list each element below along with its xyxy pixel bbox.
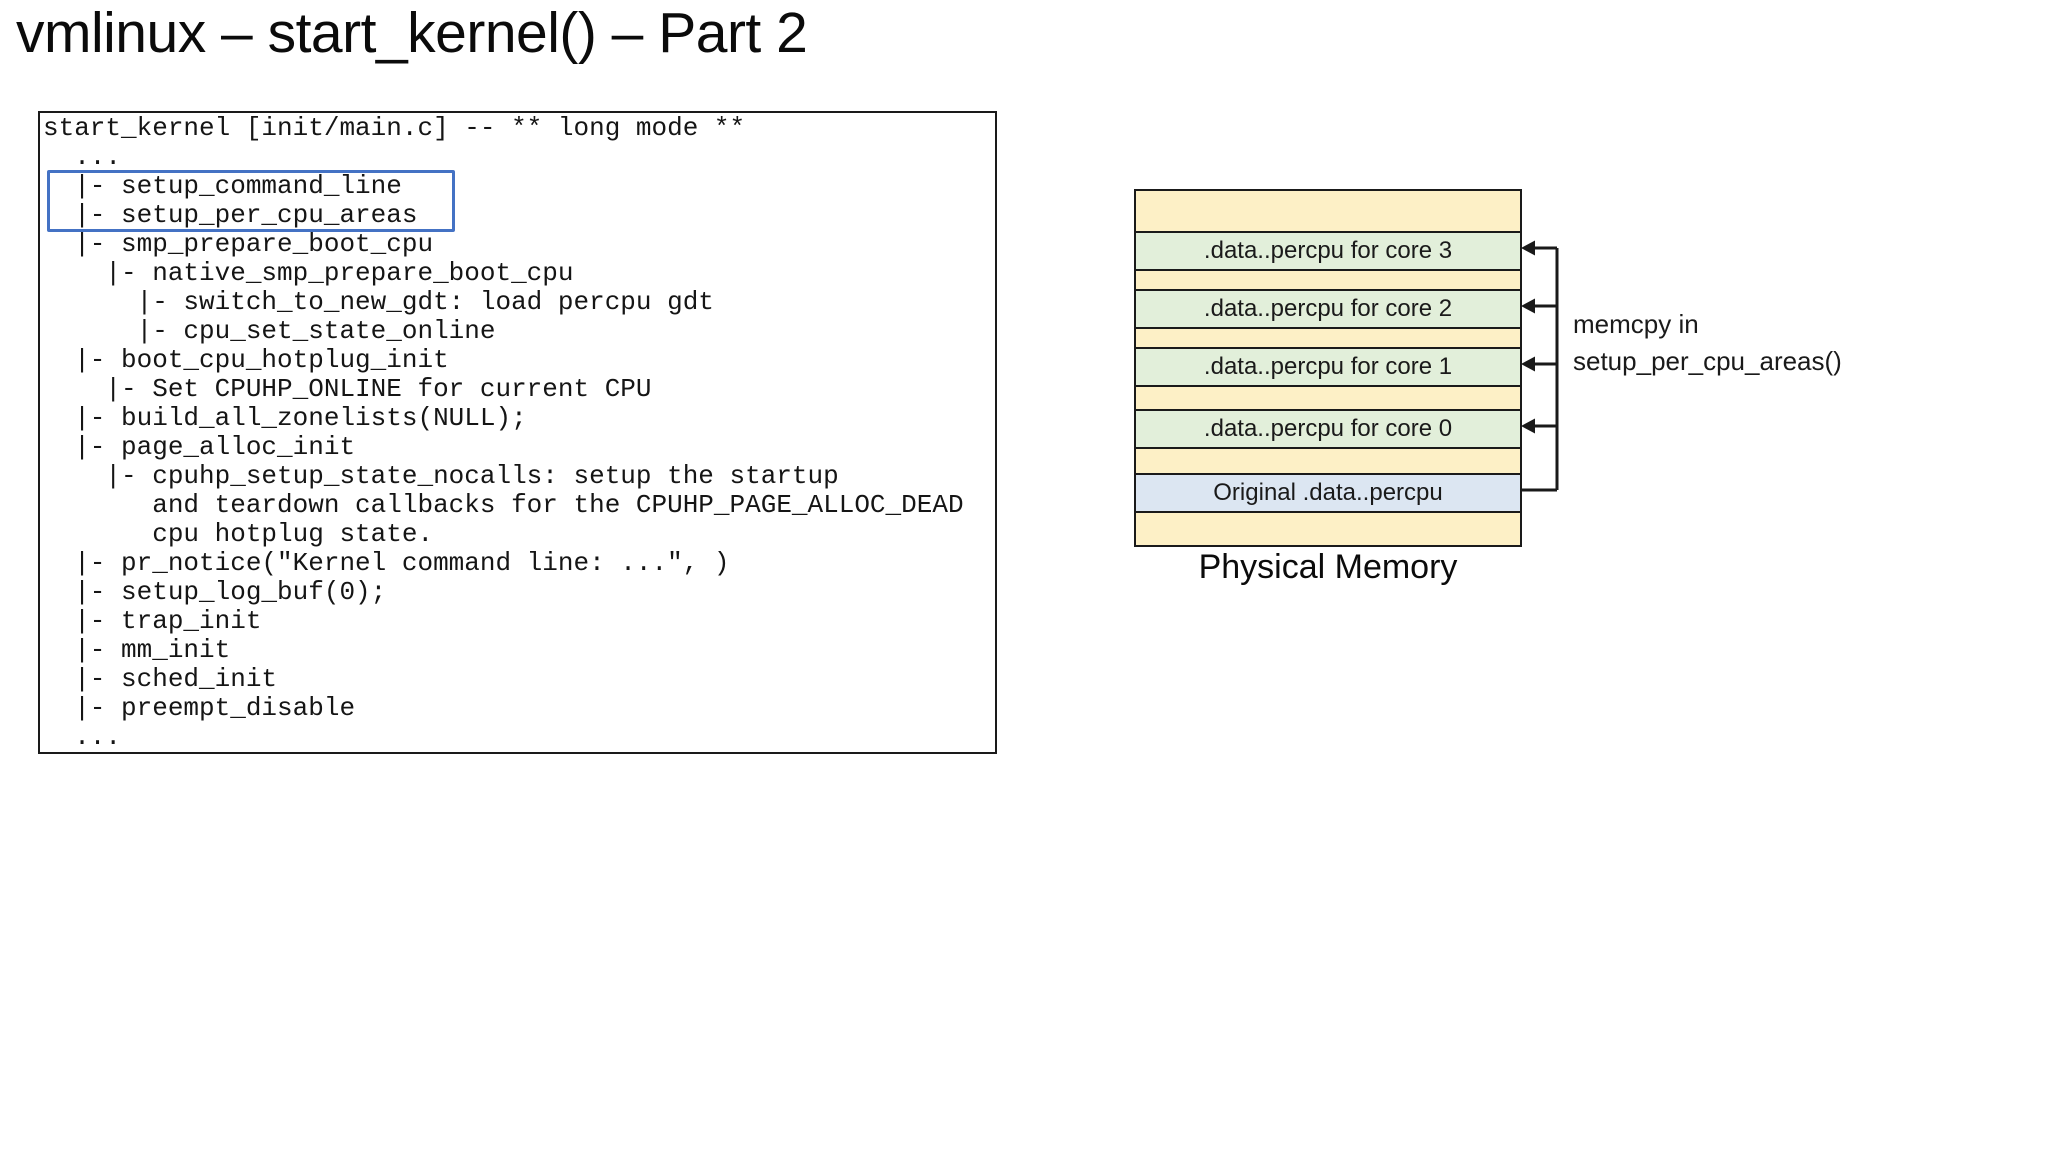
- memory-row-percpu-core2: .data..percpu for core 2: [1136, 289, 1520, 327]
- memory-row-percpu-core0: .data..percpu for core 0: [1136, 409, 1520, 447]
- memcpy-arrows-icon: [1521, 240, 1559, 492]
- physical-memory-box: .data..percpu for core 3 .data..percpu f…: [1134, 189, 1522, 547]
- memory-row-percpu-core1: .data..percpu for core 1: [1136, 347, 1520, 385]
- memory-row-spacer: [1136, 447, 1520, 473]
- call-tree-panel: start_kernel [init/main.c] -- ** long mo…: [38, 111, 997, 754]
- memory-row-original-percpu: Original .data..percpu: [1136, 473, 1520, 511]
- memory-row-spacer: [1136, 385, 1520, 409]
- memory-row-spacer: [1136, 511, 1520, 545]
- memory-row-spacer: [1136, 191, 1520, 231]
- memory-row-spacer: [1136, 327, 1520, 347]
- call-tree-code: start_kernel [init/main.c] -- ** long mo…: [43, 113, 964, 752]
- memory-row-percpu-core3: .data..percpu for core 3: [1136, 231, 1520, 269]
- page-title: vmlinux – start_kernel() – Part 2: [16, 1, 808, 65]
- physical-memory-caption: Physical Memory: [1198, 548, 1458, 586]
- memory-row-spacer: [1136, 269, 1520, 289]
- memcpy-annotation: memcpy in setup_per_cpu_areas(): [1573, 309, 1842, 376]
